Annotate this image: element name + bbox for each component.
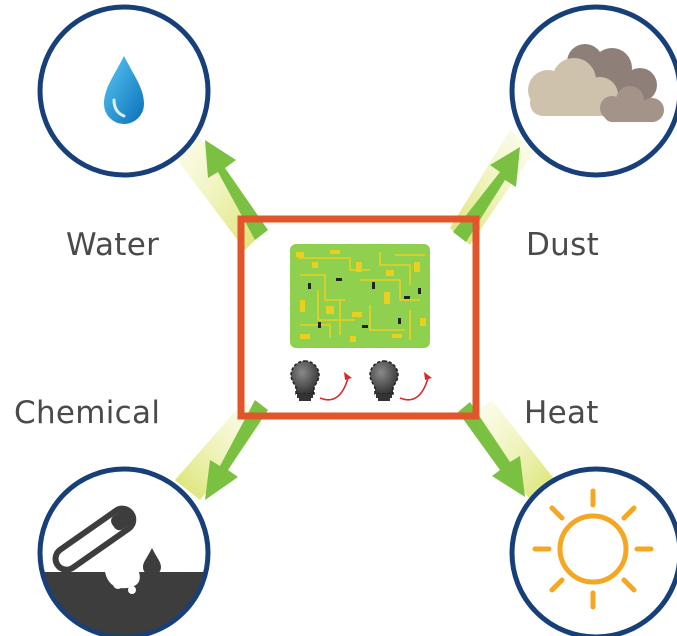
arrow-chemical <box>205 400 268 500</box>
light-bulb-icon <box>290 360 320 401</box>
rotate-arrowhead <box>344 372 352 380</box>
component-frame <box>237 215 480 420</box>
rotate-arrow-icon <box>399 377 429 401</box>
sun-icon <box>532 488 654 610</box>
circuit-board-icon <box>290 244 430 348</box>
label-dust: Dust <box>526 227 600 263</box>
dust-cloud-icon <box>528 44 664 122</box>
label-heat: Heat <box>524 395 599 431</box>
light-bulb-icon <box>369 360 399 401</box>
label-water: Water <box>66 227 160 263</box>
arrow-heat <box>458 402 525 497</box>
heat-circle <box>509 466 677 636</box>
arrow-dust <box>453 147 520 242</box>
beam-heat <box>470 400 555 500</box>
rotate-arrowhead <box>424 372 432 380</box>
rotate-arrow-icon <box>319 377 349 401</box>
arrow-water <box>205 140 268 240</box>
chemical-circle <box>37 466 211 636</box>
water-drop-icon <box>104 56 144 124</box>
water-circle <box>37 4 211 178</box>
dust-circle <box>509 4 677 178</box>
label-chemical: Chemical <box>14 395 161 431</box>
